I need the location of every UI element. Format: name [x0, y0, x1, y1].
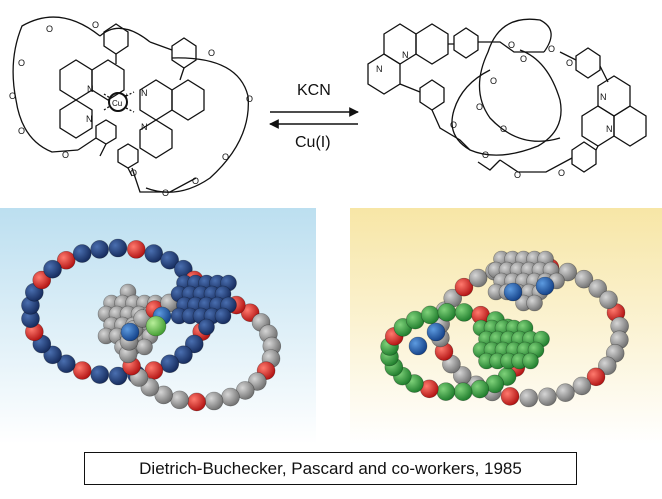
- nitrogen-atom-label: N: [600, 92, 607, 102]
- ligand-carbon-atom: [214, 307, 232, 325]
- oxygen-atom-label: O: [548, 44, 555, 54]
- oxygen-atom-label: O: [208, 48, 215, 58]
- reverse-reagent-label: Cu(I): [295, 134, 331, 151]
- oxygen-atom-label: O: [482, 150, 489, 160]
- oxygen-atom-label: O: [490, 76, 497, 86]
- carbon-atom: [437, 303, 457, 322]
- oxygen-atom-label: O: [476, 102, 483, 112]
- oxygen-atom-label: O: [566, 58, 573, 68]
- carbon-atom: [57, 354, 76, 374]
- nitrogen-atom-label: N: [87, 84, 94, 94]
- carbon-atom: [160, 354, 180, 374]
- carbon-atom: [556, 383, 575, 402]
- catenate-space-filling-model: [21, 238, 282, 412]
- nitrogen-atom: [426, 322, 446, 342]
- carbon-atom: [174, 345, 193, 365]
- nitrogen-atom-label: N: [376, 64, 383, 74]
- oxygen-atom-label: O: [558, 168, 565, 178]
- oxygen-atom: [586, 367, 606, 387]
- oxygen-atom-label: O: [500, 124, 507, 134]
- copper-label: Cu: [112, 99, 122, 108]
- carbon-atom: [144, 244, 164, 263]
- oxygen-atom-label: O: [46, 24, 53, 34]
- carbon-atom: [108, 238, 128, 258]
- carbon-atom: [572, 376, 592, 396]
- carbon-atom: [72, 244, 92, 263]
- ligand-carbon-atom: [526, 294, 543, 312]
- nitrogen-atom-label: N: [141, 122, 148, 132]
- carbon-atom: [597, 356, 617, 376]
- ligand-carbon-atom: [198, 318, 215, 336]
- nitrogen-atom: [503, 282, 523, 302]
- oxygen-atom-label: O: [9, 91, 16, 101]
- carbon-atom: [221, 387, 240, 407]
- carbon-atom: [454, 303, 474, 322]
- copper-atom: [145, 315, 167, 337]
- carbon-atom: [160, 250, 179, 270]
- carbon-atom: [588, 279, 608, 298]
- equilibrium-arrows: [269, 107, 359, 129]
- catenate-structure: [12, 16, 249, 193]
- carbon-atom: [108, 366, 128, 386]
- oxygen-atom-label: O: [18, 58, 25, 68]
- oxygen-atom-label: O: [62, 150, 69, 160]
- oxygen-atom-label: O: [192, 176, 199, 186]
- oxygen-atom-label: O: [162, 188, 169, 198]
- credit-caption-box: Dietrich-Buchecker, Pascard and co-worke…: [84, 452, 577, 485]
- carbon-atom: [90, 240, 109, 259]
- nitrogen-atom-label: N: [402, 50, 409, 60]
- oxygen-atom-label: O: [514, 170, 521, 180]
- carbon-atom: [170, 390, 189, 410]
- oxygen-atom-label: O: [520, 54, 527, 64]
- carbon-atom: [468, 268, 488, 288]
- oxygen-atom: [56, 250, 76, 270]
- nitrogen-atom-label: N: [141, 88, 148, 98]
- nitrogen-atom: [120, 322, 140, 342]
- carbon-atom: [420, 305, 440, 325]
- oxygen-atom-label: O: [92, 20, 99, 30]
- oxygen-atom: [126, 240, 146, 259]
- carbon-atom: [43, 259, 62, 279]
- nitrogen-atom-label: N: [606, 124, 613, 134]
- macrocycle-atom-labels: N N N N O O O O O O O O O O O: [376, 40, 613, 180]
- free-macrocycles-structure: [367, 18, 647, 173]
- carbon-atom: [470, 379, 490, 399]
- oxygen-atom-label: O: [450, 120, 457, 130]
- carbon-atom: [204, 391, 224, 411]
- oxygen-atom-label: O: [508, 40, 515, 50]
- nitrogen-atom-label: N: [86, 114, 93, 124]
- ligand-carbon-atom: [522, 352, 539, 370]
- oxygen-atom: [187, 392, 207, 412]
- oxygen-atom: [72, 361, 92, 380]
- oxygen-atom: [454, 277, 474, 297]
- carbon-atom: [519, 388, 539, 408]
- oxygen-atom: [500, 387, 520, 406]
- nitrogen-atom: [535, 276, 555, 296]
- carbon-atom: [90, 365, 110, 384]
- credit-caption: Dietrich-Buchecker, Pascard and co-worke…: [139, 458, 522, 478]
- catenate-atom-labels: Cu + N N N N O O O O O O O O O O O O: [9, 20, 253, 198]
- ligand-carbon-atom: [136, 338, 153, 356]
- copper-charge: +: [124, 91, 129, 100]
- carbon-atom: [574, 269, 594, 289]
- oxygen-atom-label: O: [222, 152, 229, 162]
- carbon-atom: [599, 290, 618, 310]
- forward-reagent-label: KCN: [297, 82, 331, 99]
- free-ligand-space-filling-model: [380, 250, 629, 408]
- oxygen-atom-label: O: [246, 94, 253, 104]
- nitrogen-atom: [408, 336, 428, 356]
- carbon-atom: [453, 382, 473, 401]
- oxygen-atom-label: O: [130, 168, 137, 178]
- carbon-atom: [538, 387, 557, 407]
- carbon-atom: [558, 262, 578, 282]
- carbon-atom: [436, 382, 456, 401]
- oxygen-atom-label: O: [18, 126, 25, 136]
